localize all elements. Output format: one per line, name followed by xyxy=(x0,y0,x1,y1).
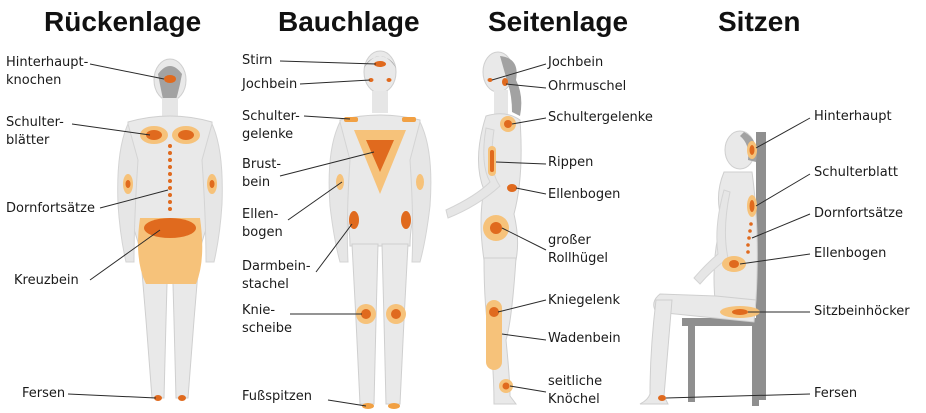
label-hinterhaupt: Hinterhaupt xyxy=(814,108,892,126)
label-brustbein-2: bein xyxy=(242,174,270,192)
label-rippen: Rippen xyxy=(548,154,593,172)
label-schulterblaetter-2: blätter xyxy=(6,132,49,150)
label-seite-ellenbogen: Ellenbogen xyxy=(548,186,620,204)
figure-sitzen xyxy=(640,131,766,406)
label-dornfortsaetze: Dornfortsätze xyxy=(6,200,95,218)
title-seitenlage: Seitenlage xyxy=(488,6,628,38)
chair-front-leg xyxy=(688,326,695,402)
label-kniescheibe-1: Knie- xyxy=(242,302,275,320)
label-sitzbeinhoecker: Sitzbeinhöcker xyxy=(814,303,910,321)
zone-jochbein xyxy=(488,78,493,82)
label-brustbein-1: Brust- xyxy=(242,156,281,174)
label-schulterblaetter-1: Schulter- xyxy=(6,114,64,132)
label-jochbein: Jochbein xyxy=(242,76,297,94)
label-kniescheibe-2: scheibe xyxy=(242,320,292,338)
label-schulterblatt: Schulterblatt xyxy=(814,164,898,182)
label-sitz-dornfortsaetze: Dornfortsätze xyxy=(814,205,903,223)
zone-left-elbow xyxy=(336,174,344,190)
neck xyxy=(162,98,178,116)
label-hinterhauptknochen-2: knochen xyxy=(6,72,61,90)
label-sitz-ellenbogen: Ellenbogen xyxy=(814,245,886,263)
title-rueckenlage: Rückenlage xyxy=(44,6,201,38)
right-leg xyxy=(382,244,408,404)
zone-right-shoulderblade-core xyxy=(178,130,194,140)
zone-kniegelenk xyxy=(489,307,499,317)
zone-kreuzbein xyxy=(144,218,196,238)
label-schultergelenke: Schultergelenke xyxy=(548,109,653,127)
zone-left-knee-core xyxy=(361,309,371,319)
zone-ellenbogen-core xyxy=(729,260,739,268)
lower-leg xyxy=(640,300,672,404)
label-rollhuegel-2: Rollhügel xyxy=(548,250,608,268)
zone-right-elbow-core xyxy=(210,180,215,188)
title-bauchlage: Bauchlage xyxy=(278,6,420,38)
zone-rollhuegel-core xyxy=(490,222,502,234)
figure-seitenlage xyxy=(446,52,521,404)
head xyxy=(364,51,396,93)
label-schultergelenke-2: gelenke xyxy=(242,126,293,144)
label-ellenbogen-2: bogen xyxy=(242,224,283,242)
chair-back-leg xyxy=(752,326,759,406)
label-seite-jochbein: Jochbein xyxy=(548,54,603,72)
label-kreuzbein: Kreuzbein xyxy=(14,272,79,290)
zone-schultergelenk-core xyxy=(504,120,512,128)
zone-right-elbow xyxy=(416,174,424,190)
label-hinterhauptknochen-1: Hinterhaupt- xyxy=(6,54,88,72)
neck xyxy=(494,90,508,114)
zone-right-darmbein xyxy=(401,211,411,229)
zone-right-heel xyxy=(178,395,186,401)
label-darmbeinstachel-2: stachel xyxy=(242,276,289,294)
label-ohrmuschel: Ohrmuschel xyxy=(548,78,626,96)
zone-ellenbogen xyxy=(507,184,517,192)
left-leg xyxy=(352,244,378,404)
zone-right-toes xyxy=(388,403,400,409)
zone-fersen xyxy=(658,395,666,401)
zone-hinterhaupt-core xyxy=(750,145,755,155)
label-fussspitzen: Fußspitzen xyxy=(242,388,312,406)
zone-right-shoulder xyxy=(402,117,416,122)
label-stirn: Stirn xyxy=(242,52,272,70)
figure-bauchlage xyxy=(329,51,431,409)
zone-right-jochbein xyxy=(387,78,392,82)
zone-hinterhaupt xyxy=(164,75,176,83)
neck xyxy=(372,91,388,113)
label-kniegelenk: Kniegelenk xyxy=(548,292,620,310)
label-ellenbogen-1: Ellen- xyxy=(242,206,278,224)
label-knoechel-1: seitliche xyxy=(548,373,602,391)
zone-ohrmuschel xyxy=(502,78,508,86)
figure-rueckenlage xyxy=(118,59,223,401)
label-sitz-fersen: Fersen xyxy=(814,385,857,403)
label-knoechel-2: Knöchel xyxy=(548,391,600,409)
label-schultergelenke-1: Schulter- xyxy=(242,108,300,126)
title-sitzen: Sitzen xyxy=(718,6,800,38)
zone-left-shoulder xyxy=(344,117,358,122)
label-rollhuegel-1: großer xyxy=(548,232,591,250)
label-wadenbein: Wadenbein xyxy=(548,330,621,348)
label-fersen: Fersen xyxy=(22,385,65,403)
zone-left-elbow-core xyxy=(126,180,131,188)
zone-schulterblatt-core xyxy=(750,200,755,212)
zone-right-knee-core xyxy=(391,309,401,319)
label-darmbeinstachel-1: Darmbein- xyxy=(242,258,311,276)
zone-rippen-core xyxy=(490,150,494,172)
zone-sitzbein-core xyxy=(732,309,748,315)
zone-knoechel-core xyxy=(503,383,510,390)
